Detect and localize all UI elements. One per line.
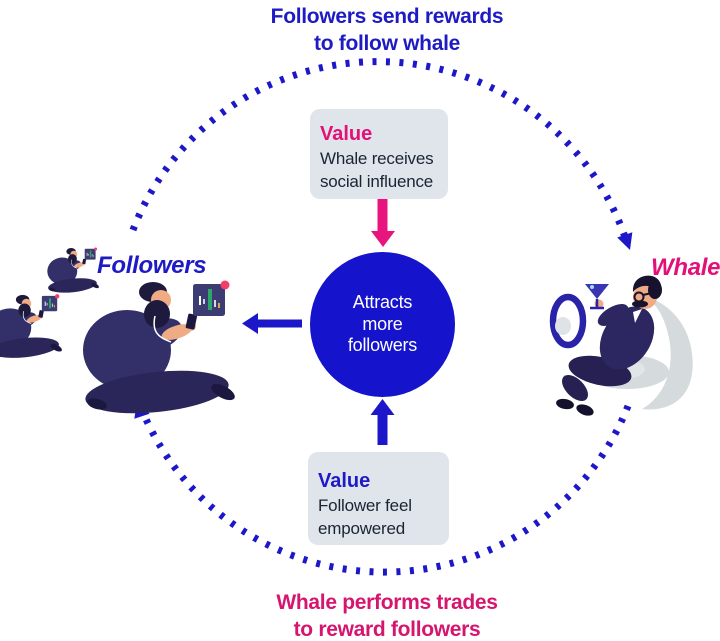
bottom-caption-line2: to reward followers bbox=[293, 618, 481, 641]
value-box-whale: Value Whale receives social influence bbox=[310, 109, 448, 199]
mustache-icon bbox=[632, 300, 648, 308]
followers-label: Followers bbox=[97, 252, 207, 279]
center-circle: Attracts more followers bbox=[310, 252, 455, 397]
top-caption: Followers send rewards to follow whale bbox=[207, 3, 567, 57]
cocktail-glass-icon bbox=[585, 284, 609, 310]
value-to-circle-arrow-up-icon bbox=[370, 399, 395, 445]
bottom-caption-line1: Whale performs trades bbox=[276, 591, 498, 614]
bottom-dashed-arc bbox=[136, 403, 632, 576]
shirt-icon bbox=[633, 309, 642, 323]
airplane-window-icon bbox=[549, 293, 587, 349]
center-circle-line3: followers bbox=[347, 335, 418, 356]
hair-icon bbox=[632, 275, 662, 294]
bottom-caption: Whale performs trades to reward follower… bbox=[207, 589, 567, 641]
center-circle-line2: more bbox=[362, 313, 403, 334]
value-box-whale-title: Value bbox=[320, 123, 373, 145]
seat-back-icon bbox=[642, 296, 693, 410]
value-box-whale-line1: Whale receives bbox=[320, 149, 434, 168]
value-to-circle-arrow-down-icon bbox=[371, 199, 395, 247]
value-box-followers-title: Value bbox=[318, 470, 371, 492]
circle-to-followers-arrow-left-icon bbox=[242, 313, 302, 334]
shoe-icon bbox=[556, 398, 574, 410]
arc-arrowhead-to-whale-icon bbox=[617, 232, 633, 250]
center-circle-line1: Attracts bbox=[352, 292, 413, 313]
top-caption-line1: Followers send rewards bbox=[270, 5, 504, 28]
whale-label: Whale bbox=[651, 254, 720, 281]
value-box-followers: Value Follower feel empowered bbox=[308, 452, 449, 545]
top-caption-line2: to follow whale bbox=[314, 32, 460, 55]
shoe-icon bbox=[576, 404, 594, 416]
value-box-followers-line2: empowered bbox=[318, 518, 406, 538]
glasses-icon bbox=[633, 291, 645, 303]
value-box-whale-line2: social influence bbox=[320, 171, 434, 191]
value-box-followers-line1: Follower feel bbox=[318, 496, 412, 515]
